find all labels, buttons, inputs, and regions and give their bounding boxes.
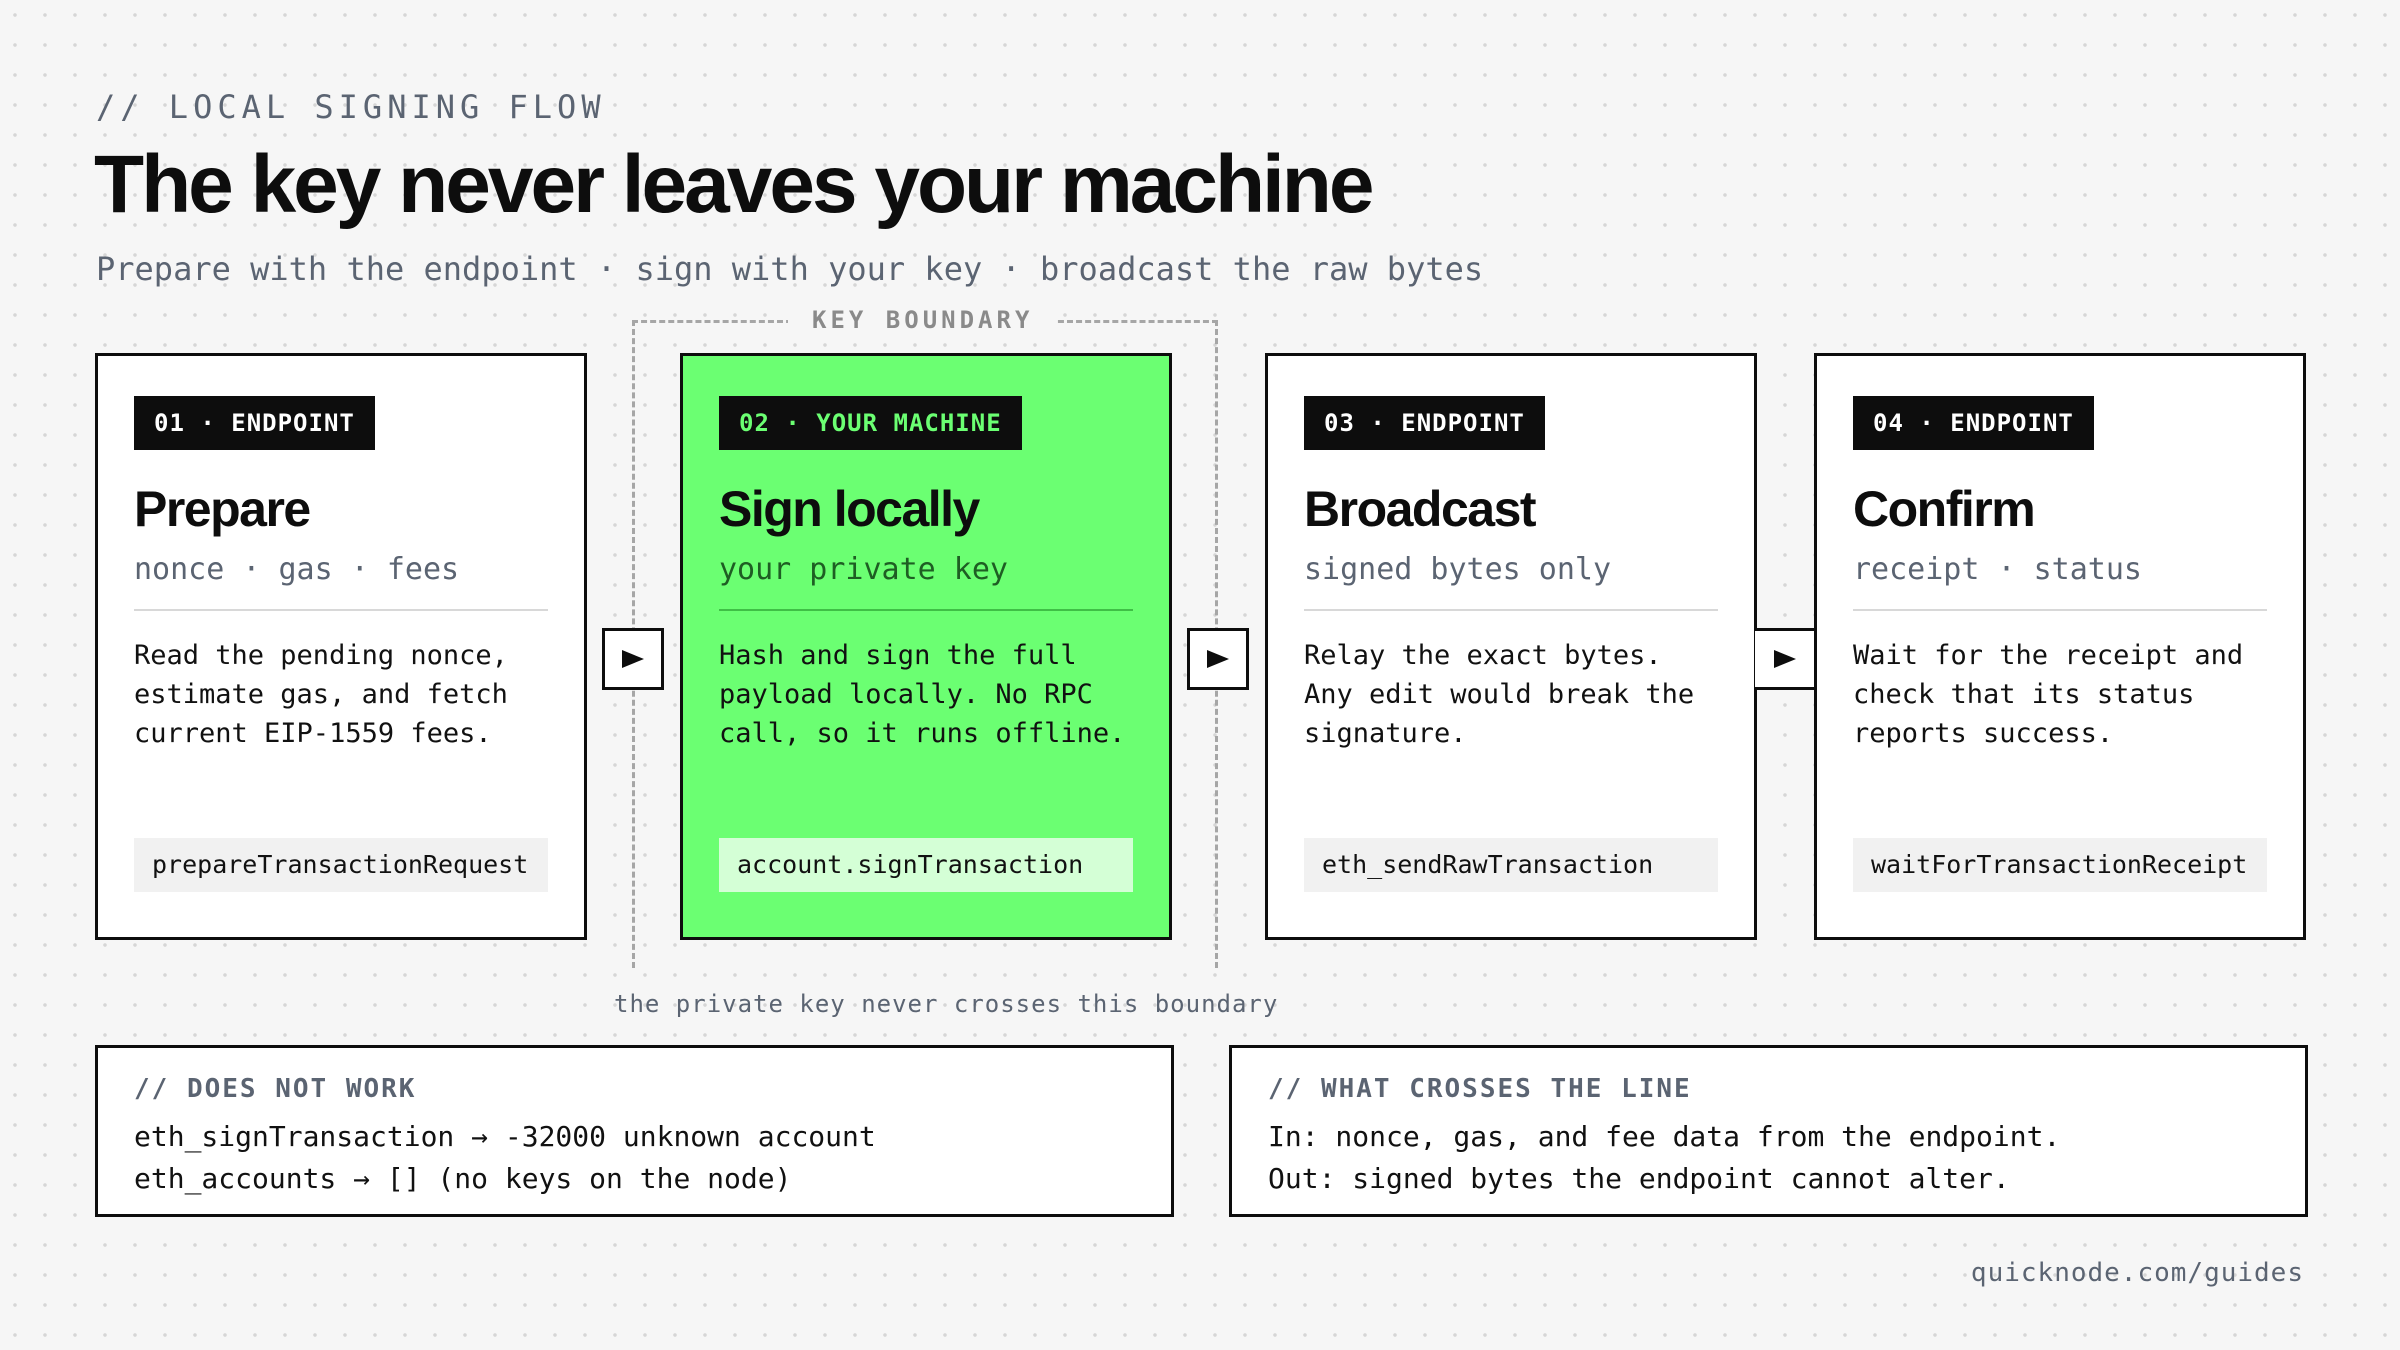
key-boundary-note: the private key never crosses this bound… [614, 990, 1279, 1018]
arrow-right-icon [1755, 628, 1814, 690]
does-not-work-panel: // DOES NOT WORK eth_signTransaction → -… [95, 1045, 1174, 1217]
step-title: Sign locally [719, 481, 980, 537]
what-crosses-panel: // WHAT CROSSES THE LINE In: nonce, gas,… [1229, 1045, 2308, 1217]
step-title: Confirm [1853, 481, 2036, 537]
step-subtitle: your private key [719, 552, 1008, 587]
step-subtitle: receipt · status [1853, 552, 2142, 587]
step-badge: 03 · ENDPOINT [1304, 396, 1545, 450]
method-chip: account.signTransaction [719, 838, 1133, 892]
step-card-prepare: 01 · ENDPOINT Prepare nonce · gas · fees… [95, 353, 587, 940]
divider [134, 609, 548, 611]
panel-line: In: nonce, gas, and fee data from the en… [1268, 1120, 2061, 1153]
panel-line: Out: signed bytes the endpoint cannot al… [1268, 1162, 2010, 1195]
divider [719, 609, 1133, 611]
panel-title: // WHAT CROSSES THE LINE [1268, 1074, 1692, 1104]
step-description: Hash and sign the full payload locally. … [719, 640, 1126, 749]
step-description: Read the pending nonce, estimate gas, an… [134, 640, 508, 749]
step-subtitle: signed bytes only [1304, 552, 1612, 587]
arrow-right-icon [1187, 628, 1249, 690]
step-title: Prepare [134, 481, 311, 537]
section-eyebrow: // LOCAL SIGNING FLOW [96, 88, 606, 126]
panel-line: eth_signTransaction → -32000 unknown acc… [134, 1120, 876, 1153]
step-title: Broadcast [1304, 481, 1537, 537]
panel-line: eth_accounts → [] (no keys on the node) [134, 1162, 792, 1195]
key-boundary-label: KEY BOUNDARY [788, 306, 1058, 334]
step-badge: 04 · ENDPOINT [1853, 396, 2094, 450]
step-subtitle: nonce · gas · fees [134, 552, 460, 587]
method-chip: eth_sendRawTransaction [1304, 838, 1718, 892]
arrow-right-icon [602, 628, 664, 690]
step-card-broadcast: 03 · ENDPOINT Broadcast signed bytes onl… [1265, 353, 1757, 940]
panel-title: // DOES NOT WORK [134, 1074, 417, 1104]
step-card-confirm: 04 · ENDPOINT Confirm receipt · status W… [1814, 353, 2306, 940]
footer-link[interactable]: quicknode.com/guides [1970, 1258, 2304, 1288]
method-chip: waitForTransactionReceipt [1853, 838, 2267, 892]
step-badge: 02 · YOUR MACHINE [719, 396, 1022, 450]
page-subtitle: Prepare with the endpoint · sign with yo… [96, 250, 1484, 288]
step-badge: 01 · ENDPOINT [134, 396, 375, 450]
divider [1853, 609, 2267, 611]
divider [1304, 609, 1718, 611]
step-card-sign-locally: 02 · YOUR MACHINE Sign locally your priv… [680, 353, 1172, 940]
step-description: Relay the exact bytes. Any edit would br… [1304, 640, 1695, 749]
method-chip: prepareTransactionRequest [134, 838, 548, 892]
page-title: The key never leaves your machine [94, 139, 1375, 230]
step-description: Wait for the receipt and check that its … [1853, 640, 2244, 749]
